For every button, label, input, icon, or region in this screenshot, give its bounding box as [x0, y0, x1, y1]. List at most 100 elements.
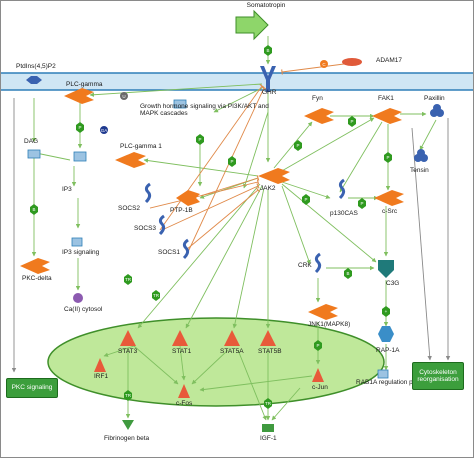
fibrinogen-icon[interactable]	[122, 420, 134, 430]
svg-text:P: P	[386, 155, 389, 160]
ip3-icon[interactable]	[73, 151, 87, 162]
socs3-icon[interactable]	[158, 214, 166, 236]
svg-text:GA: GA	[101, 128, 108, 133]
jnk1-label: JNK1(MAPK8)	[308, 321, 351, 328]
ptp1b-phosphatase-icon[interactable]	[176, 190, 200, 206]
somatotropin-ligand-icon[interactable]	[235, 9, 269, 41]
c3g-label: C3G	[386, 280, 400, 287]
p130cas-label: p130CAS	[330, 210, 358, 217]
complex-badge: GA	[100, 126, 108, 134]
transcription-badge: TR	[124, 274, 132, 285]
phosphorylation-badge: P	[228, 156, 236, 167]
cfos-label: c-Fos	[176, 400, 193, 407]
fak1-kinase-icon[interactable]	[372, 108, 402, 124]
fyn-label: Fyn	[312, 95, 323, 102]
svg-text:B: B	[32, 207, 35, 212]
ptp1b-label: PTP-1B	[170, 207, 193, 214]
pkc-delta-kinase-icon[interactable]	[20, 258, 50, 274]
svg-text:TR: TR	[125, 277, 132, 282]
tensin-icon[interactable]	[414, 149, 428, 162]
stat3-label: STAT3	[118, 348, 138, 355]
pkc-signaling-box[interactable]: PKC signaling	[6, 378, 58, 398]
binding-badge: B	[344, 268, 352, 279]
jak2-label: JAK2	[260, 185, 276, 192]
binding-badge: B	[30, 204, 38, 215]
svg-text:TR: TR	[265, 401, 272, 406]
ghr-label: GHR	[262, 89, 277, 96]
paxillin-label: Paxillin	[424, 95, 445, 102]
irf1-icon[interactable]	[94, 358, 106, 372]
irf1-label: IRF1	[94, 373, 109, 380]
csrc-kinase-icon[interactable]	[374, 190, 404, 206]
fak1-label: FAK1	[378, 95, 394, 102]
cfos-icon[interactable]	[178, 384, 190, 398]
csrc-label: c-Src	[382, 208, 398, 215]
c3g-icon[interactable]	[378, 260, 394, 278]
phosphorylation-badge: P	[196, 134, 204, 145]
ptdins-label: PtdIns(4,5)P2	[16, 63, 56, 70]
phosphorylation-badge: P	[302, 194, 310, 205]
unknown-badge: U	[120, 92, 128, 100]
igf1-label: IGF-1	[260, 435, 277, 442]
ptdins-lipid-icon[interactable]	[26, 76, 42, 84]
dag-label: DAG	[24, 138, 39, 145]
socs2-label: SOCS2	[118, 205, 141, 212]
gh-signaling-label: Growth hormone signaling via PI3K/AKT an…	[140, 103, 269, 117]
pkc-delta-label: PKC-delta	[22, 275, 52, 282]
ip3-signaling-icon[interactable]	[71, 237, 83, 247]
transcription-badge: TR	[152, 290, 160, 301]
jak2-kinase-icon[interactable]	[258, 168, 290, 184]
svg-text:P: P	[296, 143, 299, 148]
phosphorylation-badge: P	[76, 122, 84, 133]
rap1a-icon[interactable]	[378, 326, 394, 342]
transcription-badge: TR	[124, 390, 132, 401]
adam17-label: ADAM17	[376, 57, 403, 64]
phosphorylation-badge: P	[294, 140, 302, 151]
svg-text:P: P	[304, 197, 307, 202]
stat3-icon[interactable]	[120, 330, 136, 346]
phosphorylation-badge: P	[358, 198, 366, 209]
socs1-icon[interactable]	[182, 238, 190, 260]
svg-text:U: U	[122, 94, 125, 99]
socs2-icon[interactable]	[144, 182, 152, 204]
nodes	[20, 9, 444, 432]
svg-text:P: P	[198, 137, 201, 142]
fyn-kinase-icon[interactable]	[304, 108, 334, 124]
socs3-label: SOCS3	[134, 225, 157, 232]
interaction-badges: B C U GA P P P P P P P B + P TR TR TR TR…	[30, 45, 392, 409]
cjun-icon[interactable]	[312, 368, 324, 382]
rap1a-label: RAP-1A	[376, 347, 400, 354]
adam17-icon[interactable]	[342, 58, 362, 66]
crk-icon[interactable]	[314, 252, 322, 274]
igf1-icon[interactable]	[262, 424, 274, 432]
pathway-edges	[11, 98, 451, 373]
stat5b-label: STAT5B	[258, 348, 282, 355]
cjun-label: c-Jun	[312, 384, 328, 391]
ghr-receptor-icon[interactable]	[260, 66, 276, 92]
dag-icon[interactable]	[27, 149, 41, 159]
svg-text:B: B	[266, 48, 269, 53]
p130cas-icon[interactable]	[338, 178, 346, 200]
paxillin-icon[interactable]	[430, 104, 444, 117]
svg-text:P: P	[316, 343, 319, 348]
transcription-badge: TR	[264, 398, 272, 409]
phosphorylation-badge: P	[384, 152, 392, 163]
gh-signaling-icon[interactable]	[173, 99, 187, 109]
inhibition-edges	[149, 63, 345, 253]
plc-gamma1-kinase-icon[interactable]	[115, 152, 146, 168]
cytoskeleton-box[interactable]: Cytoskeleton reorganisation	[412, 362, 464, 390]
svg-text:P: P	[350, 119, 353, 124]
jnk1-kinase-icon[interactable]	[308, 304, 338, 320]
cleavage-badge: C	[320, 60, 328, 68]
plc-gamma-label: PLC-gamma	[66, 81, 103, 88]
plc-gamma-kinase-icon[interactable]	[64, 88, 94, 104]
rab1a-icon[interactable]	[377, 369, 389, 379]
calcium-icon[interactable]	[73, 293, 83, 303]
stat5b-icon[interactable]	[260, 330, 276, 346]
activation-edges	[31, 36, 437, 421]
phosphorylation-badge: P	[314, 340, 322, 351]
stat1-icon[interactable]	[172, 330, 188, 346]
stat5a-icon[interactable]	[224, 330, 240, 346]
socs1-label: SOCS1	[158, 249, 181, 256]
